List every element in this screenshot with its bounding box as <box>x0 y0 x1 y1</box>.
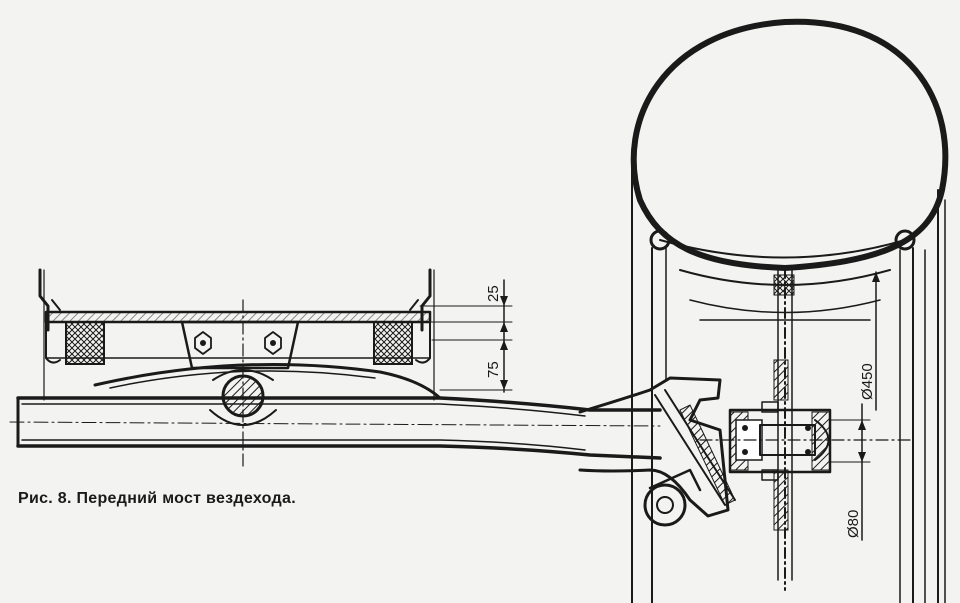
dimension-diameter-450: Ø450 <box>859 271 880 411</box>
wheel <box>630 18 949 603</box>
dim-25-label: 25 <box>485 285 502 302</box>
dim-450-label: Ø450 <box>859 363 876 400</box>
dimension-25-75: 25 75 <box>299 279 513 393</box>
wheel-hub <box>699 401 911 481</box>
figure-caption: Рис. 8. Передний мост вездехода. <box>18 490 296 507</box>
axle-beam <box>9 362 662 460</box>
dim-75-label: 75 <box>485 361 502 378</box>
axle-clamp <box>180 299 300 467</box>
dimension-diameter-80: Ø80 <box>829 403 871 541</box>
steering-knuckle <box>578 376 736 527</box>
dim-80-label: Ø80 <box>845 510 862 538</box>
